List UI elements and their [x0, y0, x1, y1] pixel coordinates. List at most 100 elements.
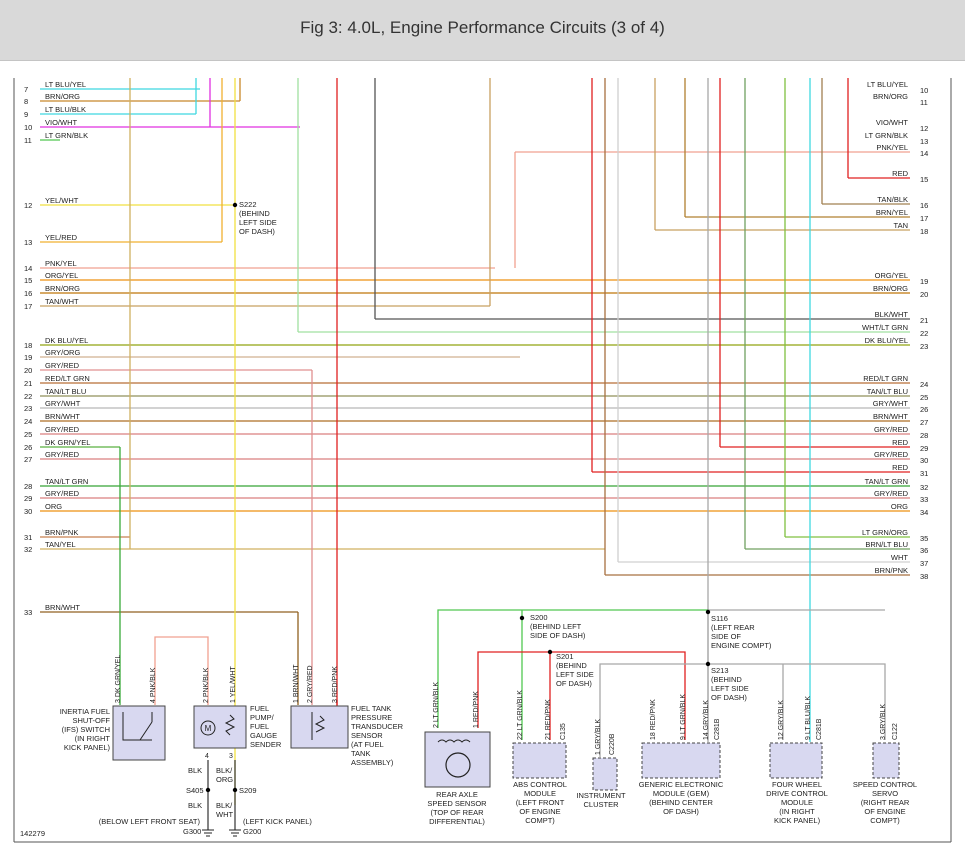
gem-pin-9: 9 LT GRN/BLK: [680, 694, 687, 740]
wire-number-right: 31: [920, 469, 928, 478]
figure-id: 142279: [20, 829, 45, 838]
wire-number-left: 22: [24, 392, 32, 401]
wire-number-left: 17: [24, 302, 32, 311]
abs-label: ABS CONTROL: [513, 780, 567, 789]
components-layer: M: [112, 705, 900, 837]
s200-note: (BEHIND LEFT: [530, 622, 582, 631]
s200-note: SIDE OF DASH): [530, 631, 586, 640]
s201-label: S201: [556, 652, 574, 661]
ground-wire-blk-org: ORG: [216, 775, 233, 784]
ftp-label: PRESSURE: [351, 713, 392, 722]
wire-number-right: 38: [920, 572, 928, 581]
abs-box: [512, 742, 567, 779]
wire-number-left: 9: [24, 110, 28, 119]
wire-label-left: VIO/WHT: [45, 118, 77, 127]
abs-connector: C135: [560, 723, 567, 740]
fwd-label: DRIVE CONTROL: [766, 789, 828, 798]
fuel-pump-box: [193, 705, 247, 749]
figure-header: Fig 3: 4.0L, Engine Performance Circuits…: [0, 0, 965, 61]
wire-label-left: GRY/RED: [45, 450, 80, 459]
ic-connector: C220B: [609, 733, 616, 755]
wire-label-right: PNK/YEL: [876, 143, 908, 152]
wire-number-right: 16: [920, 201, 928, 210]
wire-number-left: 18: [24, 341, 32, 350]
wire-label-right: GRY/RED: [874, 450, 909, 459]
motor-letter: M: [205, 724, 212, 733]
wire-label-left: LT BLU/BLK: [45, 105, 86, 114]
wire-number-left: 32: [24, 545, 32, 554]
ifs-label: (IFS) SWITCH: [62, 725, 110, 734]
wire-number-right: 24: [920, 380, 928, 389]
ic-label: INSTRUMENT: [576, 791, 626, 800]
wire-label-right: DK BLU/YEL: [865, 336, 908, 345]
ftp-label: (AT FUEL: [351, 740, 384, 749]
wire-number-right: 27: [920, 418, 928, 427]
wire-label-right: RED/LT GRN: [863, 374, 908, 383]
scs-label: SPEED CONTROL: [853, 780, 917, 789]
wire-label-left: GRY/WHT: [45, 399, 81, 408]
rass-label: DIFFERENTIAL): [429, 817, 485, 826]
ic-box: [592, 757, 618, 791]
wire-label-right: WHT/LT GRN: [862, 323, 908, 332]
ifs-switch-box: [112, 705, 166, 761]
wire-number-left: 12: [24, 201, 32, 210]
wire-number-right: 33: [920, 495, 928, 504]
s116-note: (LEFT REAR: [711, 623, 755, 632]
ground-symbol-g200: [229, 829, 241, 837]
wire-number-left: 11: [24, 136, 32, 145]
wire-label-right: BRN/WHT: [873, 412, 908, 421]
s222-label: S222: [239, 200, 257, 209]
wire-number-left: 13: [24, 238, 32, 247]
gem-pin-14: 14 GRY/BLK: [703, 700, 710, 740]
ftp-sensor-box: [290, 705, 349, 749]
wire-number-right: 29: [920, 444, 928, 453]
wire-number-left: 24: [24, 417, 32, 426]
ifs-label: SHUT-OFF: [73, 716, 111, 725]
ftp-label: SENSOR: [351, 731, 383, 740]
s405-dot: [205, 787, 211, 793]
ifs-pin-4: 4 PNK/BLK: [150, 667, 157, 703]
ifs-label: KICK PANEL): [64, 743, 111, 752]
ftp-pin-3: 3 RED/PNK: [332, 666, 339, 703]
ftp-sensor-symbol: [311, 712, 326, 740]
figure-title: Fig 3: 4.0L, Engine Performance Circuits…: [300, 18, 665, 37]
wire-label-left: DK GRN/YEL: [45, 438, 90, 447]
scs-label: (RIGHT REAR: [861, 798, 910, 807]
wire-number-left: 31: [24, 533, 32, 542]
ifs-label: INERTIA FUEL: [60, 707, 110, 716]
fpump-pin-2: 2 PNK/BLK: [203, 667, 210, 703]
wire-label-right: BRN/PNK: [875, 566, 908, 575]
s209-label: S209: [239, 786, 257, 795]
s213-note: (BEHIND: [711, 675, 742, 684]
s116-dot: [705, 609, 711, 615]
wire-number-left: 7: [24, 85, 28, 94]
wire-label-right: TAN: [894, 221, 908, 230]
fwd-label: FOUR WHEEL: [772, 780, 822, 789]
wire-label-left: LT BLU/YEL: [45, 80, 86, 89]
wire-label-right: LT GRN/ORG: [862, 528, 908, 537]
wire-label-right: BRN/LT BLU: [865, 540, 908, 549]
wire-number-left: 25: [24, 430, 32, 439]
wire-label-left: GRY/RED: [45, 425, 80, 434]
wire-label-right: BLK/WHT: [875, 310, 909, 319]
wire-number-left: 28: [24, 482, 32, 491]
wire-number-right: 15: [920, 175, 928, 184]
wire-pnk-blk: [154, 636, 209, 705]
gem-label: GENERIC ELECTRONIC: [639, 780, 724, 789]
wire-number-left: 20: [24, 366, 32, 375]
scs-label: OF ENGINE: [864, 807, 905, 816]
s222-dot: [232, 202, 238, 208]
ground-wire-blk-wht: BLK/: [216, 801, 233, 810]
wire-label-right: LT BLU/YEL: [867, 80, 908, 89]
s116-note: SIDE OF: [711, 632, 741, 641]
abs-label: COMPT): [525, 816, 555, 825]
ground-kick-panel: (LEFT KICK PANEL): [243, 817, 312, 826]
rass-label: REAR AXLE: [436, 790, 478, 799]
abs-label: (LEFT FRONT: [516, 798, 565, 807]
wire-label-right: TAN/LT GRN: [865, 477, 908, 486]
abs-pin-22: 22 LT GRN/BLK: [517, 690, 524, 740]
wire-number-right: 36: [920, 546, 928, 555]
s213-note: LEFT SIDE: [711, 684, 749, 693]
wire-label-left: BRN/WHT: [45, 412, 80, 421]
